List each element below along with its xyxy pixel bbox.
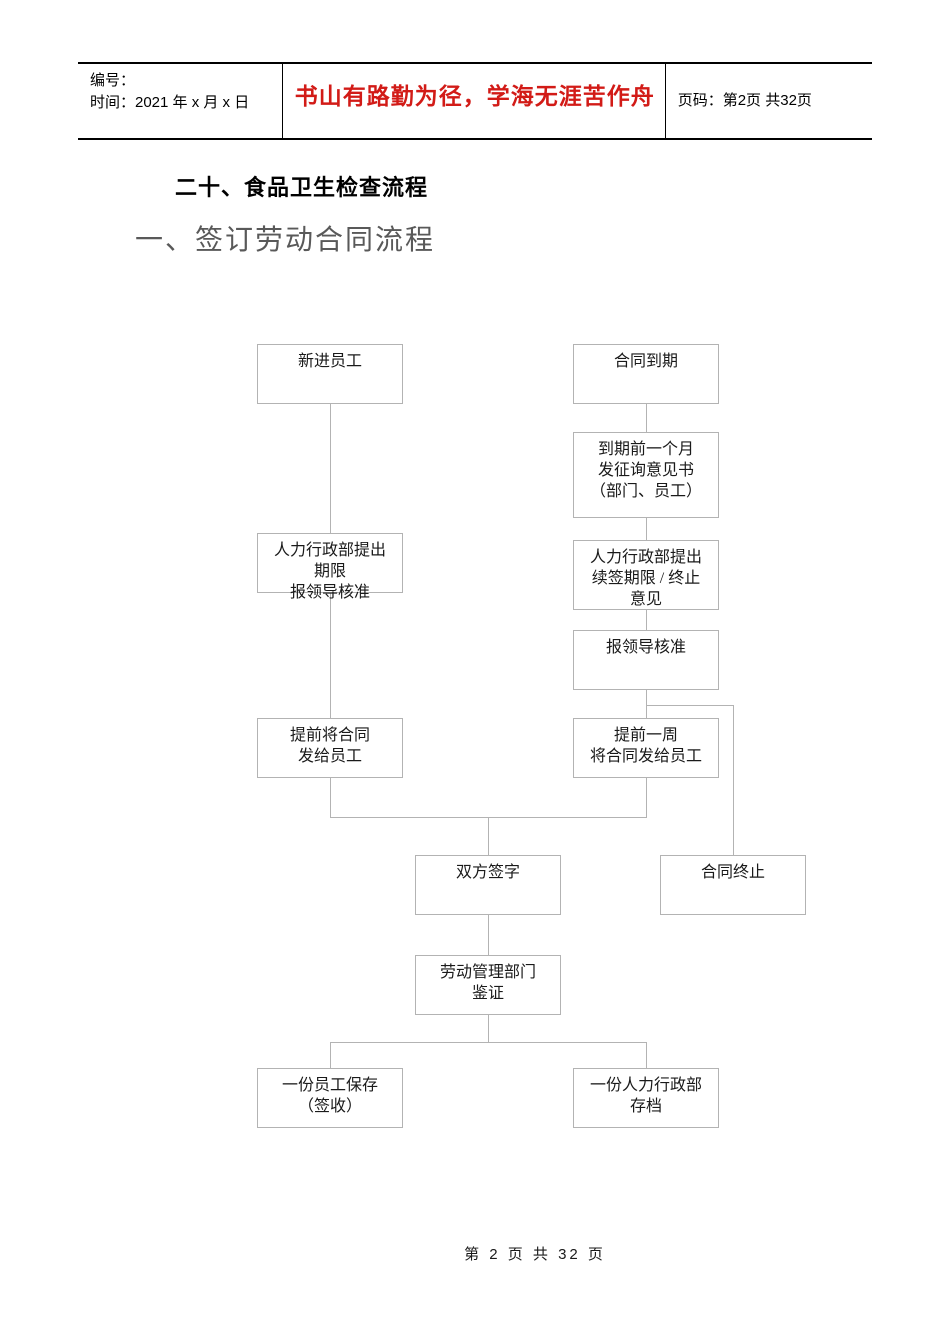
connector-c-expiry-to-consult bbox=[646, 404, 647, 432]
connector-c-merge-v bbox=[488, 817, 489, 855]
flow-node-both-sign: 双方签字 bbox=[415, 855, 561, 915]
connector-c-renew-to-approve bbox=[646, 610, 647, 630]
footer-page-info: 第 2 页 共 32 页 bbox=[464, 1246, 606, 1263]
connector-c-right-down bbox=[646, 778, 647, 817]
flow-node-copy-hr: 一份人力行政部 存档 bbox=[573, 1068, 719, 1128]
header-page-info: 页码：第2页 共32页 bbox=[677, 92, 812, 109]
flow-node-copy-employee: 一份员工保存 （签收） bbox=[257, 1068, 403, 1128]
flow-node-labor-dept-verify: 劳动管理部门 鉴证 bbox=[415, 955, 561, 1015]
flow-node-send-week-ahead: 提前一周 将合同发给员工 bbox=[573, 718, 719, 778]
header-cell-code: 编号： 时间：2021 年 x 月 x 日 bbox=[78, 63, 283, 139]
header-time-label: 时间：2021 年 x 月 x 日 bbox=[90, 94, 250, 111]
flow-node-contract-expiry: 合同到期 bbox=[573, 344, 719, 404]
header-cell-motto: 书山有路勤为径，学海无涯苦作舟 bbox=[281, 63, 666, 139]
connector-c-split-h bbox=[330, 1042, 647, 1043]
flow-node-send-contract: 提前将合同 发给员工 bbox=[257, 718, 403, 778]
flow-node-contract-end: 合同终止 bbox=[660, 855, 806, 915]
header-code-label: 编号： bbox=[90, 72, 136, 89]
header-cell-page: 页码：第2页 共32页 bbox=[664, 63, 872, 139]
connector-c-consult-to-renew bbox=[646, 518, 647, 540]
flow-node-consult-notice: 到期前一个月 发征询意见书 （部门、员工） bbox=[573, 432, 719, 518]
flow-node-hr-propose-term: 人力行政部提出 期限 报领导核准 bbox=[257, 533, 403, 601]
section-heading: 二十、食品卫生检查流程 bbox=[175, 175, 429, 200]
connector-c-sign-to-verify bbox=[488, 915, 489, 955]
page-title: 一、签订劳动合同流程 bbox=[135, 225, 436, 256]
header-table: 编号： 时间：2021 年 x 月 x 日 书山有路勤为径，学海无涯苦作舟 页码… bbox=[78, 62, 872, 140]
footer: 第 2 页 共 32 页 bbox=[0, 1243, 950, 1264]
connector-c-hr-to-sendcontract bbox=[330, 593, 331, 718]
flow-node-hr-renew-opinion: 人力行政部提出 续签期限 / 终止 意见 bbox=[573, 540, 719, 610]
header-motto: 书山有路勤为径，学海无涯苦作舟 bbox=[294, 84, 655, 109]
flow-node-new-employee: 新进员工 bbox=[257, 344, 403, 404]
connector-c-branch-h bbox=[646, 705, 734, 706]
connector-c-split-left-v bbox=[330, 1042, 331, 1068]
connector-c-new-to-hr bbox=[330, 404, 331, 533]
connector-c-split-right-v bbox=[646, 1042, 647, 1068]
connector-c-approve-to-send bbox=[646, 690, 647, 718]
connector-c-branch-v bbox=[733, 705, 734, 855]
connector-c-left-down bbox=[330, 778, 331, 817]
flow-node-leader-approve: 报领导核准 bbox=[573, 630, 719, 690]
header-row: 编号： 时间：2021 年 x 月 x 日 书山有路勤为径，学海无涯苦作舟 页码… bbox=[78, 63, 872, 139]
connector-c-verify-down bbox=[488, 1015, 489, 1042]
